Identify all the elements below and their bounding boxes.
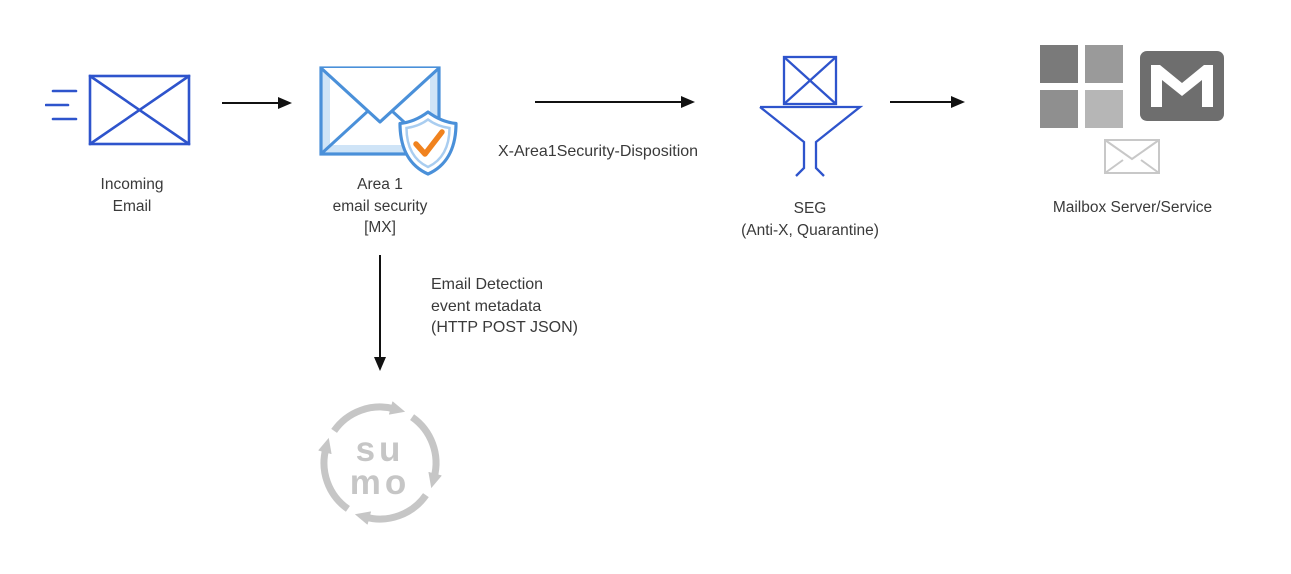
seg-label-line2: (Anti-X, Quarantine) [741, 221, 879, 239]
detection-metadata-line1: Email Detection [431, 276, 544, 293]
envelope-body [1104, 139, 1160, 174]
sumo-logo-text-top: su [356, 430, 405, 469]
area1-email-security-icon [319, 66, 458, 176]
incoming-email-label-line1: Incoming [100, 176, 164, 193]
microsoft-square-top-left [1040, 45, 1078, 83]
funnel-left [759, 106, 806, 177]
area1-label: Area 1 email security [MX] [300, 174, 460, 239]
envelope-fold [88, 74, 191, 146]
envelope-fold [1104, 159, 1160, 174]
incoming-email-icon [45, 74, 191, 146]
area1-label-line3: [MX] [364, 219, 396, 236]
microsoft-square-bottom-left [1040, 90, 1078, 128]
mailbox-envelope-icon [1104, 139, 1160, 174]
mailbox-label: Mailbox Server/Service [1052, 199, 1213, 216]
seg-icon [759, 55, 864, 177]
disposition-header-label: X-Area1Security-Disposition [498, 143, 699, 160]
sumo-logo-text-bottom: mo [350, 463, 411, 502]
gmail-m-glyph [1151, 65, 1213, 107]
area1-label-line2: email security [332, 197, 428, 215]
detection-metadata-label: Email Detection event metadata (HTTP POS… [431, 274, 578, 339]
seg-label-line1: SEG [793, 200, 827, 217]
detection-metadata-line3: (HTTP POST JSON) [431, 319, 578, 336]
area1-label-line1: Area 1 [357, 176, 403, 193]
microsoft-logo [1040, 45, 1123, 128]
circular-arrows-icon [318, 401, 442, 525]
microsoft-square-top-right [1085, 45, 1123, 83]
checkmark-icon [413, 129, 445, 157]
envelope-flap [319, 66, 441, 124]
envelope-fold [783, 56, 837, 105]
gmail-icon [1140, 51, 1224, 121]
microsoft-square-bottom-right [1085, 90, 1123, 128]
envelope-flap [1104, 139, 1160, 161]
shield-inner-outline [405, 117, 451, 169]
sumo-logic-logo: su mo [318, 401, 442, 525]
incoming-email-label-line2: Email [112, 197, 152, 215]
seg-label: SEG (Anti-X, Quarantine) [705, 198, 915, 241]
incoming-email-label: Incoming Email [57, 174, 207, 217]
detection-metadata-line2: event metadata [431, 297, 542, 315]
funnel-right [760, 105, 864, 177]
